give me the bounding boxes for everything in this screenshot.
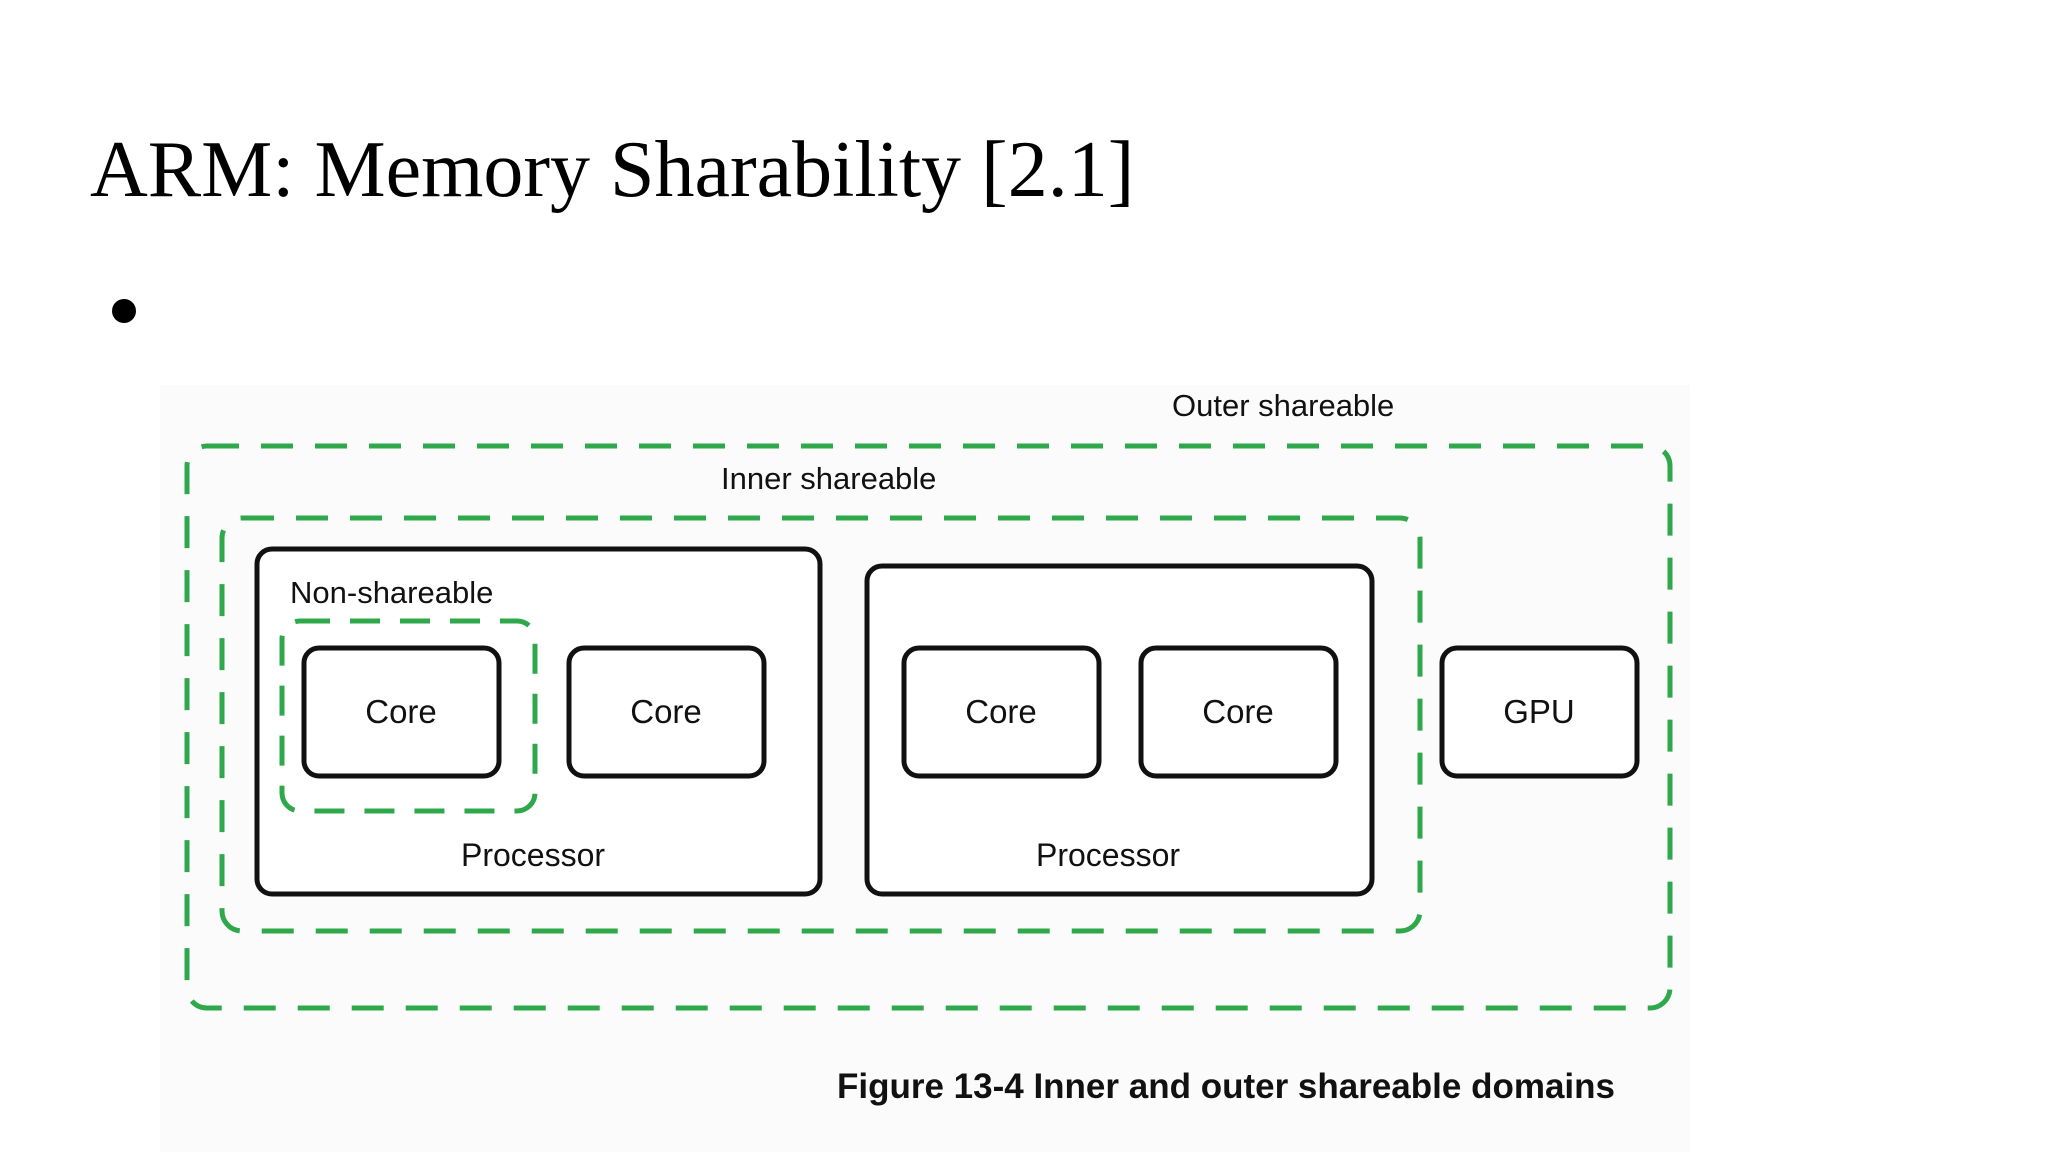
processor-box-1 [254,546,823,897]
core-box-2 [566,645,767,779]
core-box-1 [301,645,502,779]
inner-shareable-domain [219,515,1423,934]
core-label-1: Core [365,693,437,730]
gpu-label: GPU [1503,693,1575,730]
processor-label-1: Processor [461,837,605,873]
core-box-4 [1138,645,1339,779]
core-label-3: Core [965,693,1037,730]
processor-label-2: Processor [1036,837,1180,873]
non-shareable-label: Non-shareable [290,575,493,610]
core-label-4: Core [1202,693,1274,730]
slide-title: ARM: Memory Sharability [2.1] [90,126,1135,214]
core-box-3 [901,645,1102,779]
gpu-box [1439,645,1640,779]
outer-shareable-domain [184,443,1673,1011]
core-label-2: Core [630,693,702,730]
bullet-point [112,299,136,323]
inner-shareable-label: Inner shareable [721,461,936,496]
non-shareable-domain [279,618,538,814]
figure-caption: Figure 13-4 Inner and outer shareable do… [837,1067,1615,1106]
outer-shareable-label: Outer shareable [1172,388,1394,423]
